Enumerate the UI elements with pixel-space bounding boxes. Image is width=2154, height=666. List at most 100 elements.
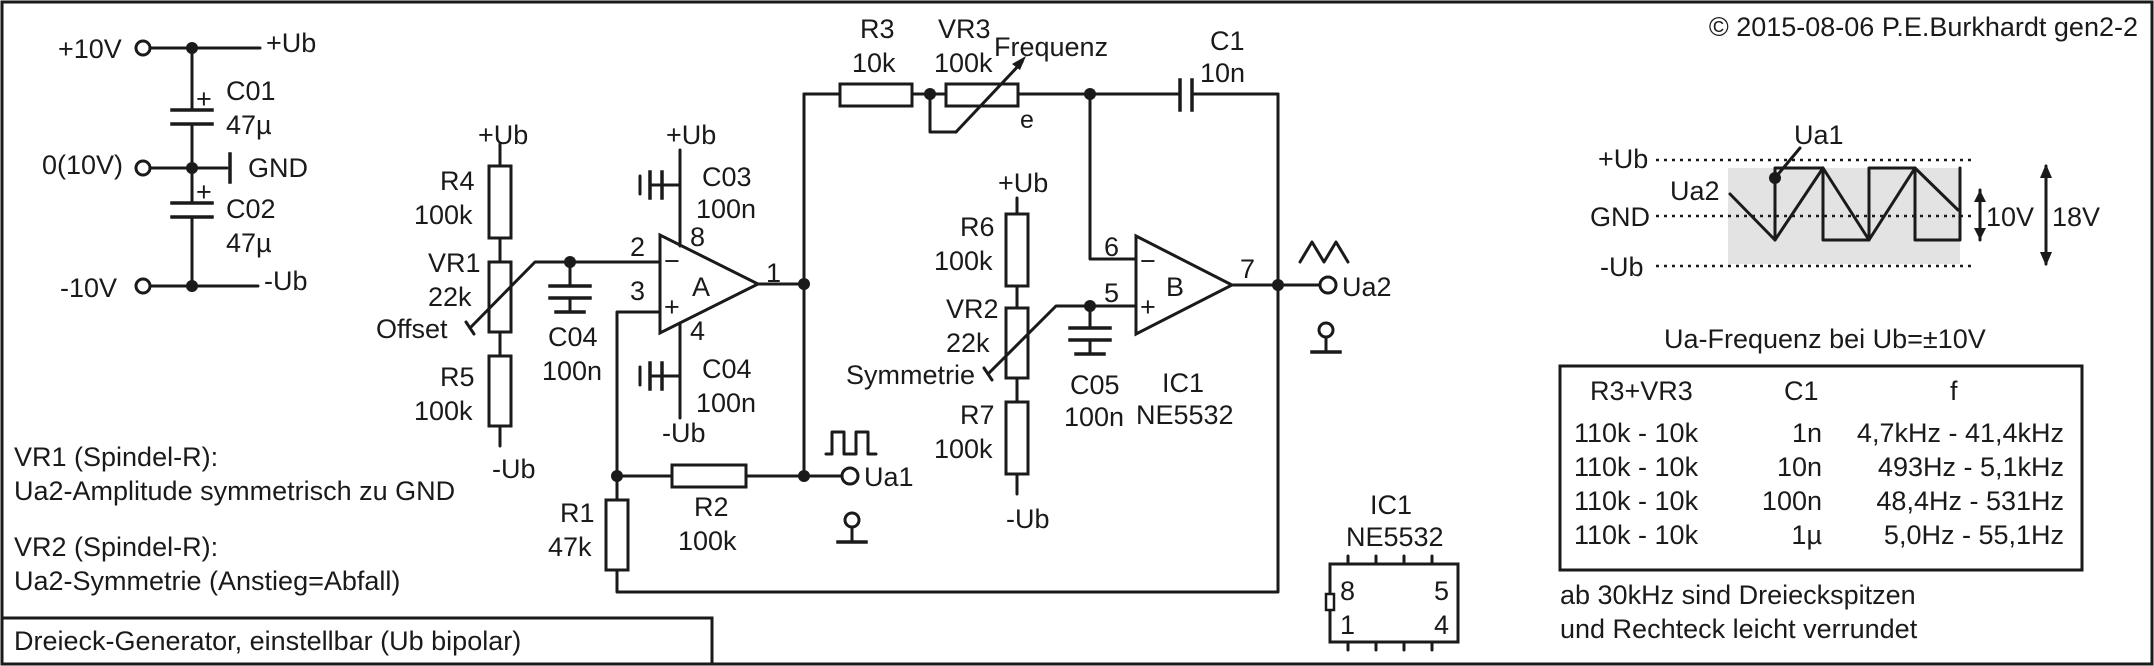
symmetry-network: +Ub R6 100k VR2 22k Symmetrie R7 100k -U… [846,168,1138,534]
vr1-value: 22k [428,282,472,312]
waveform-diagram: +Ub GND -Ub Ua1 Ua2 10V 18V [1590,120,2100,282]
ic-package: IC1 NE5532 8 5 1 4 [1324,490,1460,652]
opamp-b-body [1134,233,1236,337]
r2-value: 100k [678,526,737,556]
r2-name: R2 [694,492,729,522]
r6-value: 100k [934,246,993,276]
opamp-b-label: B [1166,272,1184,302]
c05-value: 100n [1064,402,1124,432]
freq-table-cell: 4,7kHz - 41,4kHz [1857,418,2064,448]
freq-table-cell: 1n [1792,418,1822,448]
comparator-feedback: Ua1 R1 47k R2 100k [548,92,1280,594]
vr3-wiper-e: e [1020,106,1034,134]
r6-ub-plus: +Ub [998,168,1048,198]
opamp-a-ub-plus: +Ub [666,120,716,150]
resistor-r7 [1004,400,1030,476]
waveform-ua2: Ua2 [1670,176,1720,206]
freq-table-cell: 1µ [1791,520,1822,550]
freq-table-cell: 110k - 10k [1574,520,1699,550]
ic-package-pin4: 4 [1434,610,1449,640]
integrator-network: R3 10k VR3 100k Frequenz e C1 10n [802,14,1280,261]
waveform-gnd: GND [1590,202,1650,232]
ic-package-type: NE5532 [1346,522,1444,552]
waveform-ua1: Ua1 [1794,120,1844,150]
opamp-b-plus: + [1140,292,1156,322]
c02-value: 47µ [226,228,272,258]
r7-value: 100k [934,434,993,464]
waveform-10v: 10V [1986,202,2034,232]
freq-table-cell: 110k - 10k [1574,418,1699,448]
ic1-type: NE5532 [1136,400,1234,430]
freq-table-cell: 5,0Hz - 55,1Hz [1884,520,2064,550]
freq-table-header-f: f [1950,376,1958,406]
offset-label: Offset [376,314,448,344]
c04-left-value: 100n [542,356,602,386]
r6-name: R6 [960,212,995,242]
ic-package-pin1: 1 [1340,610,1355,640]
c03-name: C03 [702,162,752,192]
pin-2: 2 [630,232,645,262]
c01-name: C01 [226,76,276,106]
opamp-a-minus: − [664,246,680,276]
pin-5: 5 [1104,278,1119,308]
r4-ub-plus: +Ub [478,120,528,150]
ua1-label: Ua1 [864,462,914,492]
r7-ub-minus: -Ub [1006,504,1050,534]
r3-value: 10k [852,48,896,78]
c01-plus: + [196,84,212,114]
r4-value: 100k [414,200,473,230]
r3-name: R3 [860,14,895,44]
vr3-value: 100k [934,48,993,78]
opamp-a-plus: + [664,292,680,322]
freq-table-header-c: C1 [1784,376,1819,406]
r4-name: R4 [440,166,475,196]
c04-left-name: C04 [548,322,598,352]
pin-8: 8 [690,222,705,252]
vr3-name: VR3 [938,14,991,44]
copyright: © 2015-08-06 P.E.Burkhardt gen2-2 [1709,12,2138,42]
freq-table-title: Ua-Frequenz bei Ub=±10V [1664,324,1986,354]
c1-value: 10n [1200,58,1245,88]
vr1-name: VR1 [428,248,481,278]
opamp-a-ub-minus: -Ub [662,418,706,448]
freq-table-cell: 110k - 10k [1574,486,1699,516]
note-vr1-title: VR1 (Spindel-R): [14,442,218,472]
pin-1: 1 [766,258,781,288]
resistor-r3 [838,82,914,108]
freq-table-cell: 10n [1777,452,1822,482]
freq-table-cell: 48,4Hz - 531Hz [1876,486,2064,516]
notes: VR1 (Spindel-R): Ua2-Amplitude symmetris… [14,442,455,596]
r7-name: R7 [960,400,995,430]
freq-note-line2: und Rechteck leicht verrundet [1560,614,1918,644]
c04-a-value: 100n [696,388,756,418]
supply-plus10: +10V [58,34,122,64]
supply-minus10: -10V [60,273,117,303]
pin-4: 4 [690,316,705,346]
ic-package-pins [1346,554,1434,652]
c03-value: 100n [696,194,756,224]
waveform-ua1-square [1773,166,1962,242]
pin-7: 7 [1240,254,1255,284]
waveform-ub-plus: +Ub [1598,144,1648,174]
vr2-name: VR2 [946,294,999,324]
waveform-ub-minus: -Ub [1600,252,1644,282]
c1-name: C1 [1210,26,1245,56]
freq-table-header-r: R3+VR3 [1590,376,1693,406]
freq-table-cell: 110k - 10k [1574,452,1699,482]
freq-table-cell: 493Hz - 5,1kHz [1878,452,2064,482]
freq-table-cell: 100n [1762,486,1822,516]
c05-name: C05 [1070,370,1120,400]
freq-table-box [1558,364,2084,572]
resistor-r5 [487,354,513,428]
c02-plus: + [196,177,212,207]
frequenz-label: Frequenz [994,32,1108,62]
opamp-a-label: A [692,272,710,302]
resistor-r1 [604,498,630,572]
supply-minus-ub: -Ub [264,266,308,296]
ic1-label: IC1 [1162,368,1204,398]
title-box [0,616,714,666]
resistor-r6 [1004,212,1030,288]
note-vr2-desc: Ua2-Symmetrie (Anstieg=Abfall) [14,566,400,596]
